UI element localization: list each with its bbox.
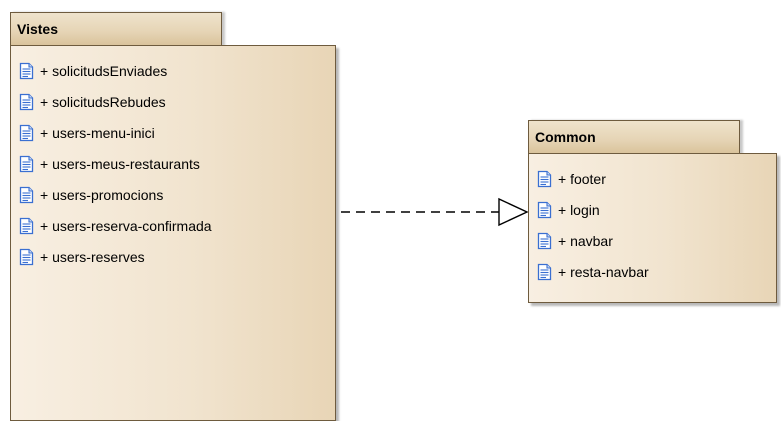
package-item[interactable]: + footer	[537, 168, 606, 190]
package-item[interactable]: + users-reserves	[19, 246, 145, 268]
package-item-label: + resta-navbar	[558, 264, 649, 280]
package-item[interactable]: + solicitudsEnviades	[19, 60, 167, 82]
package-tab-common: Common	[528, 120, 740, 154]
document-icon	[537, 232, 552, 250]
package-item[interactable]: + users-reserva-confirmada	[19, 215, 212, 237]
document-icon	[19, 124, 34, 142]
package-common[interactable]: Common + footer	[528, 120, 777, 303]
package-item[interactable]: + login	[537, 199, 600, 221]
package-vistes[interactable]: Vistes + solicitudsEnviades	[10, 12, 336, 421]
package-item[interactable]: + users-meus-restaurants	[19, 153, 200, 175]
package-item-label: + navbar	[558, 233, 613, 249]
package-item-label: + login	[558, 202, 600, 218]
document-icon	[19, 186, 34, 204]
package-item-label: + solicitudsEnviades	[40, 63, 168, 79]
package-item[interactable]: + navbar	[537, 230, 613, 252]
package-title: Vistes	[17, 21, 58, 37]
document-icon	[19, 62, 34, 80]
package-title: Common	[535, 129, 596, 145]
document-icon	[537, 170, 552, 188]
package-item[interactable]: + resta-navbar	[537, 261, 649, 283]
open-arrowhead-icon	[498, 197, 529, 227]
document-icon	[19, 217, 34, 235]
package-item-label: + users-menu-inici	[40, 125, 155, 141]
package-body-common: + footer + login	[528, 153, 777, 303]
package-item[interactable]: + users-menu-inici	[19, 122, 155, 144]
package-item-label: + users-reserva-confirmada	[40, 218, 212, 234]
package-item-label: + users-meus-restaurants	[40, 156, 200, 172]
document-icon	[19, 248, 34, 266]
package-item[interactable]: + users-promocions	[19, 184, 163, 206]
document-icon	[537, 201, 552, 219]
package-body-vistes: + solicitudsEnviades + solicitudsRebudes	[10, 45, 336, 421]
package-tab-vistes: Vistes	[10, 12, 222, 46]
document-icon	[537, 263, 552, 281]
package-item-label: + footer	[558, 171, 606, 187]
package-item-label: + users-promocions	[40, 187, 164, 203]
document-icon	[19, 155, 34, 173]
package-item-label: + solicitudsRebudes	[40, 94, 166, 110]
package-item-label: + users-reserves	[40, 249, 145, 265]
package-item[interactable]: + solicitudsRebudes	[19, 91, 166, 113]
document-icon	[19, 93, 34, 111]
